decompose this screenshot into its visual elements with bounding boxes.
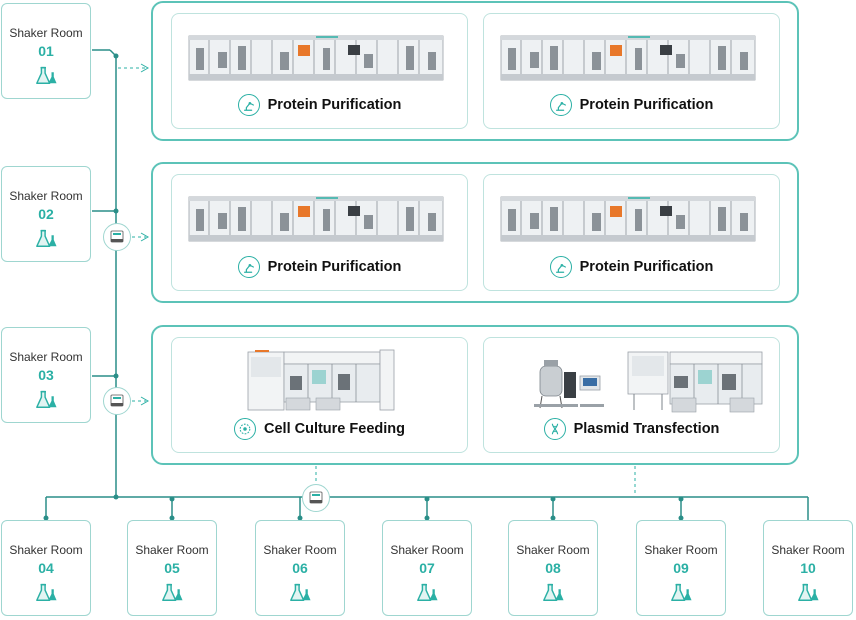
room-number: 10 bbox=[800, 560, 816, 576]
workstation-panel-3: Cell Culture Feeding bbox=[151, 325, 799, 465]
flask-icon bbox=[290, 583, 311, 601]
dna-icon bbox=[543, 418, 566, 440]
protein-purification-card[interactable]: Protein Purification bbox=[483, 13, 780, 129]
shaker-room-03[interactable]: Shaker Room 03 bbox=[1, 327, 91, 423]
plasmid-transfection-card[interactable]: Plasmid Transfection bbox=[483, 337, 780, 453]
room-label: Shaker Room bbox=[644, 543, 718, 557]
cell-culture-feeding-card[interactable]: Cell Culture Feeding bbox=[171, 337, 468, 453]
purification-system-image bbox=[188, 196, 444, 242]
room-number: 04 bbox=[38, 560, 54, 576]
flask-icon bbox=[543, 583, 564, 601]
flask-icon bbox=[417, 583, 438, 601]
room-label: Shaker Room bbox=[9, 189, 83, 203]
flask-icon bbox=[162, 583, 183, 601]
room-label: Shaker Room bbox=[9, 350, 83, 364]
shaker-room-01[interactable]: Shaker Room 01 bbox=[1, 3, 91, 99]
card-label: Protein Purification bbox=[267, 97, 402, 113]
room-label: Shaker Room bbox=[516, 543, 590, 557]
room-label: Shaker Room bbox=[771, 543, 845, 557]
shaker-room-08[interactable]: Shaker Room 08 bbox=[508, 520, 598, 616]
transfection-workstation-image bbox=[627, 351, 763, 413]
card-label: Protein Purification bbox=[579, 259, 714, 275]
room-label: Shaker Room bbox=[9, 26, 83, 40]
protein-purification-card[interactable]: Protein Purification bbox=[171, 13, 468, 129]
room-label: Shaker Room bbox=[390, 543, 464, 557]
room-number: 01 bbox=[38, 43, 54, 59]
flask-icon bbox=[798, 583, 819, 601]
robot-arm-icon bbox=[237, 256, 260, 278]
cell-culture-system-image bbox=[247, 349, 395, 411]
cell-icon bbox=[234, 418, 256, 440]
shaker-room-06[interactable]: Shaker Room 06 bbox=[255, 520, 345, 616]
purification-system-image bbox=[500, 196, 756, 242]
shaker-room-04[interactable]: Shaker Room 04 bbox=[1, 520, 91, 616]
purification-system-image bbox=[188, 35, 444, 81]
room-number: 07 bbox=[419, 560, 435, 576]
flask-icon bbox=[36, 229, 57, 247]
purification-system-image bbox=[500, 35, 756, 81]
room-number: 05 bbox=[164, 560, 180, 576]
room-label: Shaker Room bbox=[9, 543, 83, 557]
card-label: Plasmid Transfection bbox=[573, 421, 720, 437]
shaker-room-05[interactable]: Shaker Room 05 bbox=[127, 520, 217, 616]
shaker-room-10[interactable]: Shaker Room 10 bbox=[763, 520, 853, 616]
room-label: Shaker Room bbox=[135, 543, 209, 557]
robot-arm-icon bbox=[549, 94, 572, 116]
shaker-room-07[interactable]: Shaker Room 07 bbox=[382, 520, 472, 616]
workstation-panel-2: Protein Purification Protein Purificatio… bbox=[151, 162, 799, 303]
room-number: 02 bbox=[38, 206, 54, 222]
agv-robot-icon bbox=[103, 387, 131, 415]
flask-icon bbox=[671, 583, 692, 601]
room-number: 03 bbox=[38, 367, 54, 383]
agv-robot-icon bbox=[302, 484, 330, 512]
room-number: 08 bbox=[545, 560, 561, 576]
flask-icon bbox=[36, 583, 57, 601]
plasmid-transfection-system-image bbox=[534, 360, 604, 409]
protein-purification-card[interactable]: Protein Purification bbox=[171, 174, 468, 291]
card-label: Cell Culture Feeding bbox=[264, 421, 405, 437]
room-number: 06 bbox=[292, 560, 308, 576]
workstation-panel-1: Protein Purification Protein Purificatio… bbox=[151, 1, 799, 141]
robot-arm-icon bbox=[549, 256, 572, 278]
shaker-room-09[interactable]: Shaker Room 09 bbox=[636, 520, 726, 616]
room-number: 09 bbox=[673, 560, 689, 576]
robot-arm-icon bbox=[237, 94, 260, 116]
room-label: Shaker Room bbox=[263, 543, 337, 557]
flask-icon bbox=[36, 390, 57, 408]
card-label: Protein Purification bbox=[267, 259, 402, 275]
agv-robot-icon bbox=[103, 223, 131, 251]
flask-icon bbox=[36, 66, 57, 84]
shaker-room-02[interactable]: Shaker Room 02 bbox=[1, 166, 91, 262]
protein-purification-card[interactable]: Protein Purification bbox=[483, 174, 780, 291]
card-label: Protein Purification bbox=[579, 97, 714, 113]
